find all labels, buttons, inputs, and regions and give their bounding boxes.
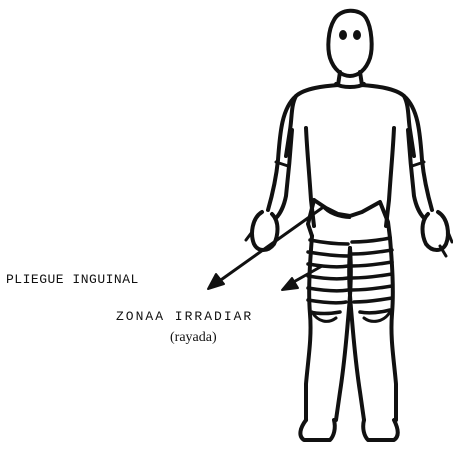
left-eye-icon [339, 30, 347, 40]
hatched-zone-right-thigh [352, 238, 392, 313]
left-foot [300, 420, 334, 440]
inguinal-fold-label: PLIEGUE INGUINAL [6, 272, 139, 287]
torso [286, 84, 414, 226]
hatched-zone-left-thigh [308, 240, 348, 314]
head [328, 11, 371, 76]
irradiation-zone-label: ZONAA IRRADIAR [116, 309, 253, 324]
irradiation-zone-note: (rayada) [170, 330, 217, 346]
inguinal-region [308, 200, 390, 238]
neck [338, 72, 362, 85]
right-hand [423, 212, 448, 250]
right-eye-icon [353, 30, 361, 40]
right-foot [363, 420, 398, 440]
left-hand [252, 212, 277, 250]
